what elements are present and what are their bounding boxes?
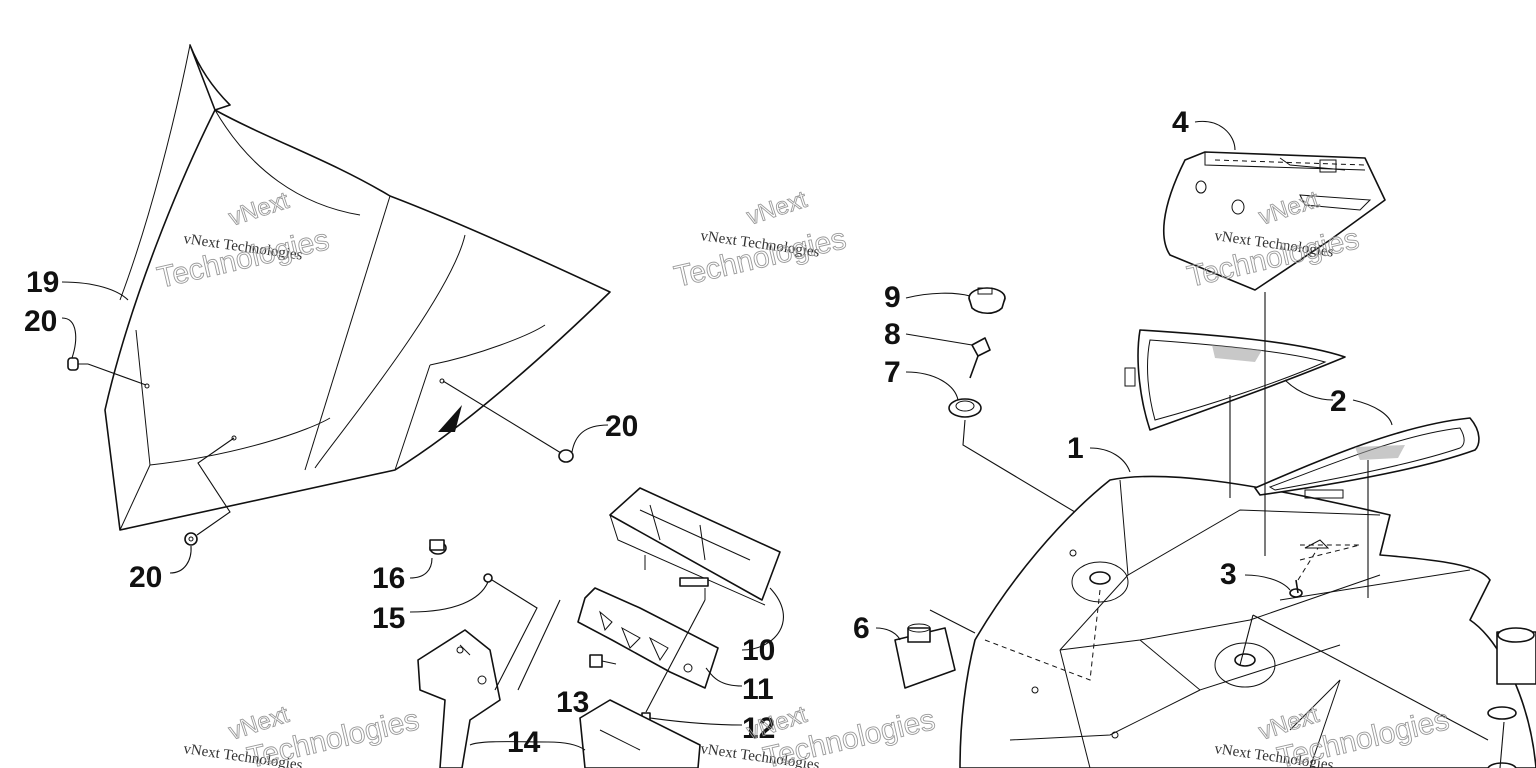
callout-9: 9 xyxy=(884,281,901,314)
watermark: vNext Technologies vNext Technologies xyxy=(182,701,422,768)
callout-15: 15 xyxy=(372,602,405,635)
callout-8: 8 xyxy=(884,318,901,351)
nut-20-bottom xyxy=(184,437,235,546)
callout-20-bottom: 20 xyxy=(129,561,162,594)
watermark: vNext Technologies vNext Technologies xyxy=(671,186,850,295)
callout-4: 4 xyxy=(1172,106,1189,139)
callout-19: 19 xyxy=(26,266,59,299)
callout-20-right: 20 xyxy=(605,410,638,443)
callout-13: 13 xyxy=(556,686,589,719)
callout-11: 11 xyxy=(742,673,774,706)
nut-7 xyxy=(948,398,982,418)
mount-bracket xyxy=(417,629,501,768)
grommet-16 xyxy=(429,539,447,555)
gauge-bracket xyxy=(577,587,719,689)
svg-text:vNext: vNext xyxy=(744,186,811,231)
lower-bracket xyxy=(579,699,701,768)
top-cover xyxy=(1162,151,1386,291)
callout-6: 6 xyxy=(853,612,870,645)
callout-12: 12 xyxy=(742,712,775,745)
lens-frame-left xyxy=(1124,329,1346,431)
callout-1: 1 xyxy=(1067,432,1084,465)
socket-assembly xyxy=(1487,627,1536,768)
key-cap-9 xyxy=(968,287,1006,315)
callout-7: 7 xyxy=(884,356,901,389)
callout-16: 16 xyxy=(372,562,405,595)
svg-text:Technologies: Technologies xyxy=(671,222,849,294)
instrument-gauge xyxy=(609,487,781,606)
screw-20-left xyxy=(67,357,147,386)
lens-frame-right xyxy=(1254,417,1480,499)
switch-6 xyxy=(894,609,976,689)
callout-14: 14 xyxy=(507,726,541,759)
callout-3: 3 xyxy=(1220,558,1237,591)
watermark: vNext Technologies vNext Technologies xyxy=(699,701,938,768)
screw-3 xyxy=(1289,539,1330,598)
windshield xyxy=(104,44,611,531)
callout-2: 2 xyxy=(1330,385,1347,418)
bolt-13 xyxy=(589,654,617,668)
key-8 xyxy=(969,337,991,379)
callout-10: 10 xyxy=(742,634,775,667)
screw-20-right xyxy=(442,380,574,463)
callout-20-left: 20 xyxy=(24,305,57,338)
